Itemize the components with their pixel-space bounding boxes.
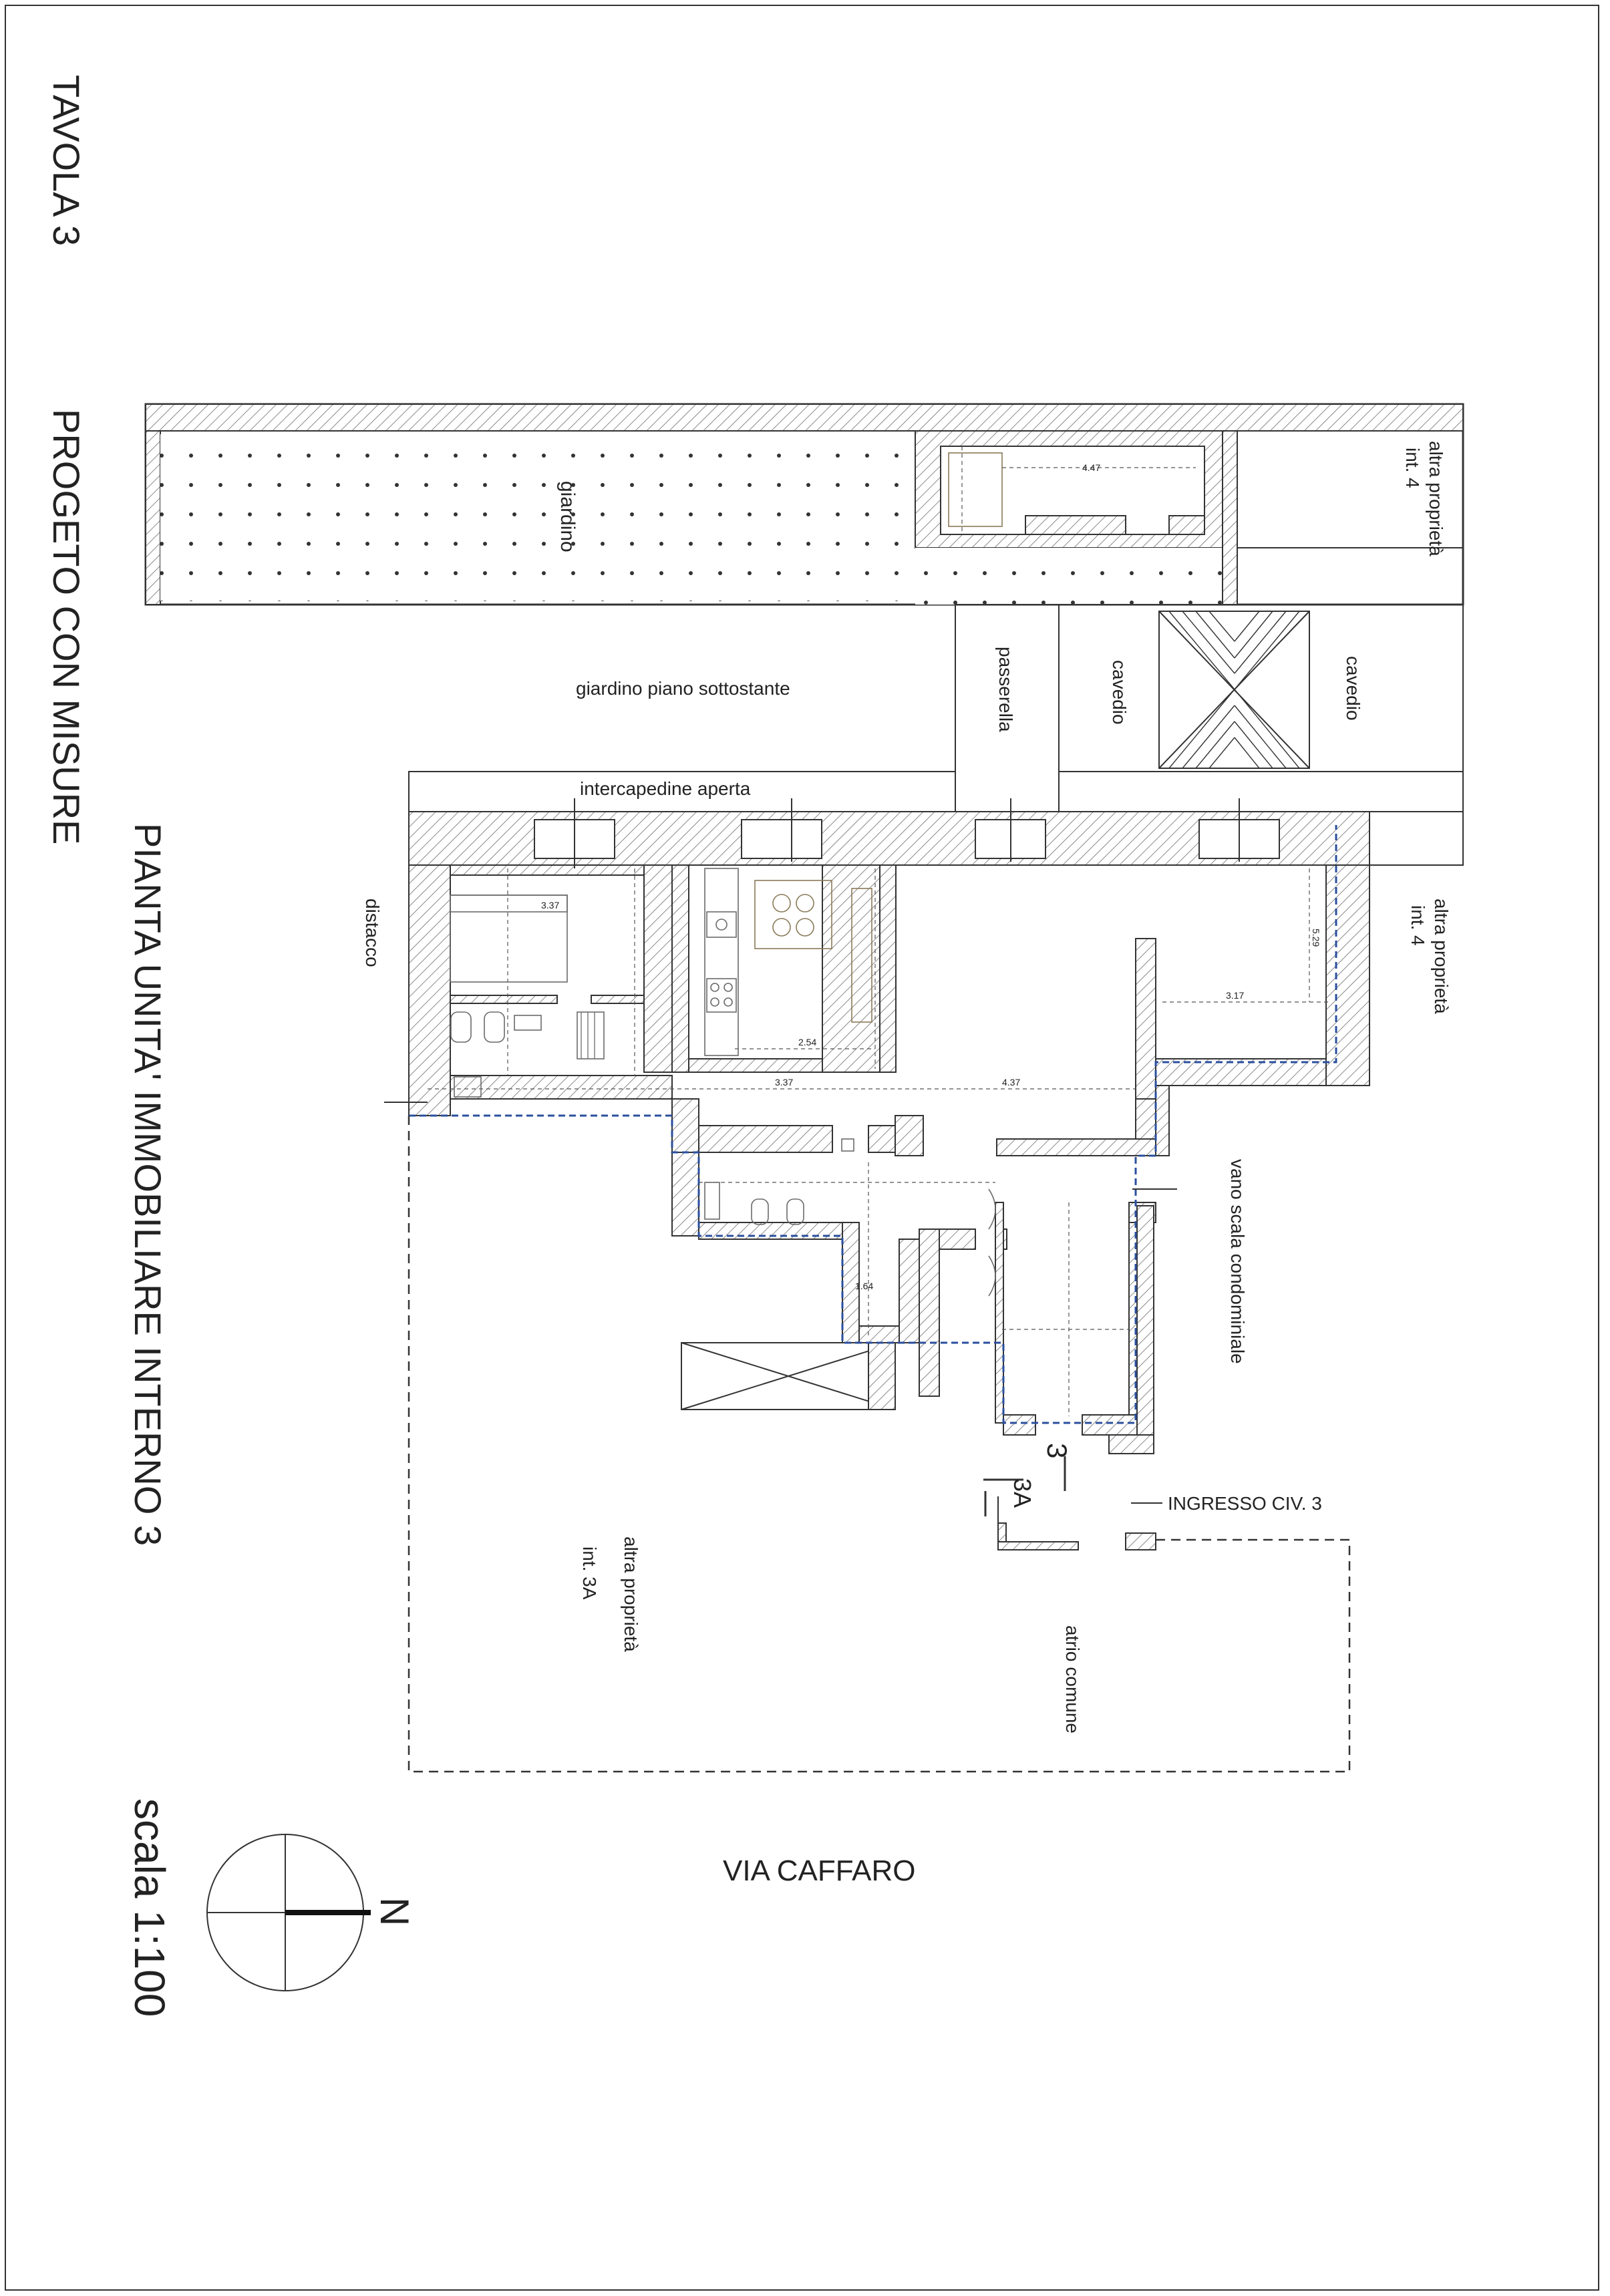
dim-value-bath: 1.64 bbox=[855, 1281, 873, 1291]
dim-value-corridor-1: 3.37 bbox=[775, 1077, 793, 1088]
lightwell-right-label: cavedio bbox=[1343, 656, 1363, 721]
neighbour-outline bbox=[408, 1116, 1351, 1773]
other-property-int4-top-label: altra proprietà bbox=[1426, 441, 1446, 556]
furniture bbox=[450, 868, 996, 1297]
dim-value-living-width: 3.17 bbox=[1226, 990, 1244, 1001]
dim-value-bedroom: 3.37 bbox=[541, 900, 559, 911]
common-staircase-label: vano scala condominiale bbox=[1227, 1159, 1248, 1364]
section-3a-label: 3A bbox=[1009, 1478, 1036, 1508]
sheet-frame bbox=[5, 5, 1599, 2291]
int4-right-label: int. 4 bbox=[1408, 905, 1428, 946]
other-property-int4-right-label: altra proprietà bbox=[1431, 898, 1452, 1014]
entrance-label: INGRESSO CIV. 3 bbox=[1168, 1493, 1322, 1514]
unit-boundary bbox=[409, 825, 1337, 1424]
int4-top-label: int. 4 bbox=[1402, 448, 1423, 488]
lightwell-left-label: cavedio bbox=[1109, 660, 1130, 725]
section-markers bbox=[384, 798, 1240, 1190]
garden-area bbox=[160, 434, 915, 601]
other-property-int3a-label: altra proprietà bbox=[621, 1536, 641, 1652]
apartment-plan bbox=[408, 772, 1464, 1550]
open-cavity-label: intercapedine aperta bbox=[580, 778, 751, 799]
middle-band bbox=[408, 604, 1464, 812]
section-3-label: 3 bbox=[1041, 1443, 1073, 1458]
dim-value-kitchen: 2.54 bbox=[798, 1037, 816, 1047]
garden-label: giardino bbox=[556, 481, 579, 552]
scale-label: scala 1:100 bbox=[126, 1798, 174, 2017]
sheet-subtitle: PROGETO CON MISURE bbox=[45, 409, 88, 844]
street-label: VIA CAFFARO bbox=[723, 1854, 916, 1887]
dimension-values: 4.47 3.17 5.29 3.37 4.37 3.37 2.54 1.64 bbox=[541, 462, 1321, 1291]
detachment-label: distacco bbox=[362, 898, 383, 967]
common-atrium-label: atrio comune bbox=[1062, 1625, 1083, 1734]
north-compass: N bbox=[206, 1834, 417, 1991]
dim-value-top: 4.47 bbox=[1082, 462, 1100, 473]
top-strip bbox=[144, 403, 1464, 606]
sheet-title: TAVOLA 3 bbox=[45, 75, 88, 246]
plan-title: PIANTA UNITA' IMMOBILIARE INTERNO 3 bbox=[127, 823, 169, 1546]
dim-value-corridor-2: 4.37 bbox=[1002, 1077, 1020, 1088]
north-label: N bbox=[372, 1897, 417, 1926]
dimension-lines bbox=[428, 868, 1329, 1416]
walkway-label: passerella bbox=[995, 647, 1016, 732]
garden-lower-floor-label: giardino piano sottostante bbox=[576, 678, 790, 699]
dim-value-living-depth: 5.29 bbox=[1311, 929, 1321, 947]
int3a-label: int. 3A bbox=[579, 1546, 600, 1600]
